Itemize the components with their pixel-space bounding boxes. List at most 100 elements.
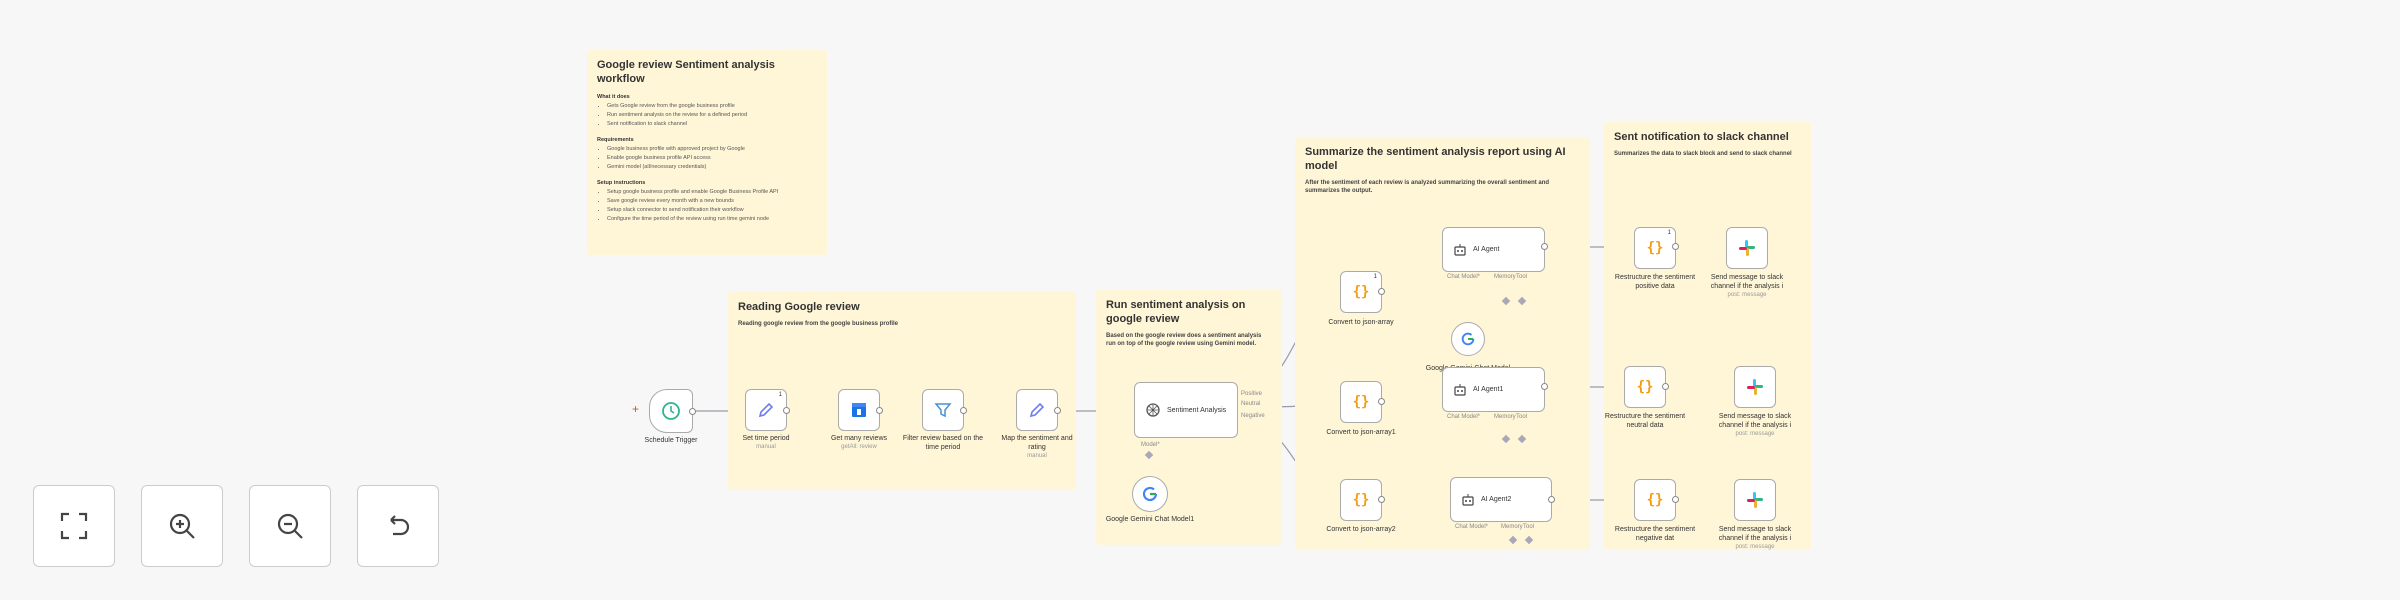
pin-tool: Tool [1523,524,1535,530]
output-handle[interactable] [1541,243,1548,250]
map-sentiment-node[interactable] [1016,389,1058,431]
restructure-negative-node[interactable]: {} [1634,479,1676,521]
note-list: Setup google business profile and enable… [597,188,817,224]
convert-json-array1-node[interactable]: {} [1340,381,1382,423]
note-title: Google review Sentiment analysis workflo… [597,59,775,85]
google-business-icon [852,403,866,417]
slack-message-node[interactable] [1734,366,1776,408]
slack-message-node[interactable] [1734,479,1776,521]
restructure-neutral-node[interactable]: {} [1624,366,1666,408]
convert-json-array2-node[interactable]: {} [1340,479,1382,521]
node-subtitle: getAll: review [841,444,877,450]
sticky-note-reading[interactable]: Reading Google review Reading google rev… [728,292,1076,490]
gemini-chat-model1-node[interactable] [1132,476,1168,512]
pencil-icon [758,402,774,418]
output-handle[interactable] [783,407,790,414]
set-time-period-node[interactable]: 1 [745,389,787,431]
output-handle[interactable] [1672,496,1679,503]
output-handle[interactable] [1378,288,1385,295]
output-handle[interactable] [960,407,967,414]
list-item: Save google review every month with a ne… [607,197,817,206]
model-pin-label: Model* [1141,442,1160,448]
list-item: Setup google business profile and enable… [607,188,817,197]
robot-icon [1454,383,1466,396]
gemini-chat-model-node[interactable] [1451,322,1485,356]
node-subtitle: post: message [1727,292,1767,298]
output-handle[interactable] [689,408,696,415]
note-title: Run sentiment analysis on google review [1106,299,1246,325]
node-label: Get many reviews getAll: review [814,434,904,452]
ai-agent1-node[interactable]: AI Agent1 [1442,367,1545,412]
list-item: Gets Google review from the google busin… [607,102,817,111]
note-subtitle: Based on the google review does a sentim… [1106,333,1262,347]
node-title: Send message to slack channel if the ana… [1718,413,1792,429]
note-subtitle: After the sentiment of each review is an… [1305,180,1550,194]
note-title: Summarize the sentiment analysis report … [1305,146,1566,172]
slack-message-node[interactable] [1726,227,1768,269]
node-title: Get many reviews [830,435,888,442]
node-label: Send message to slack channel if the ana… [1702,273,1792,300]
braces-icon: {} [1636,379,1654,395]
restructure-positive-node[interactable]: 1 {} [1634,227,1676,269]
fit-view-button[interactable] [33,485,115,567]
reset-zoom-button[interactable] [357,485,439,567]
node-badge: 1 [778,392,782,398]
node-label: Send message to slack channel if the ana… [1710,525,1800,552]
node-title: Send message to slack channel if the ana… [1710,274,1784,290]
filter-node[interactable] [922,389,964,431]
pin-tool: Tool [1516,274,1528,280]
node-subtitle: manual [756,444,776,450]
node-label: Google Gemini Chat Model1 [1105,516,1195,523]
node-badge: 1 [1667,230,1671,236]
sticky-note-sentiment[interactable]: Run sentiment analysis on google review … [1096,290,1282,545]
list-item: Sent notification to slack channel [607,120,817,129]
output-handle[interactable] [876,407,883,414]
node-title: AI Agent2 [1481,496,1512,503]
schedule-trigger-node[interactable] [649,389,693,433]
zoom-out-icon [277,513,303,539]
output-handle[interactable] [1378,398,1385,405]
output-handle[interactable] [1672,243,1679,250]
google-g-icon [1461,332,1475,346]
zoom-in-button[interactable] [141,485,223,567]
node-title: AI Agent1 [1473,386,1504,393]
list-item: Enable google business profile API acces… [607,154,817,163]
output-handle[interactable] [1662,383,1669,390]
slack-icon [1747,492,1763,508]
sticky-note-overview[interactable]: Google review Sentiment analysis workflo… [587,50,827,255]
note-list: Gets Google review from the google busin… [597,102,817,129]
braces-icon: {} [1352,284,1370,300]
braces-icon: {} [1646,240,1664,256]
list-item: Setup slack connector to send notificati… [607,206,817,215]
braces-icon: {} [1646,492,1664,508]
output-handle[interactable] [1548,496,1555,503]
ai-agent-node[interactable]: AI Agent [1442,227,1545,272]
fit-view-icon [60,512,88,540]
sentiment-analysis-node[interactable]: Sentiment Analysis [1134,382,1238,438]
zoom-out-button[interactable] [249,485,331,567]
node-label: Restructure the sentiment neutral data [1604,413,1686,429]
ai-agent2-node[interactable]: AI Agent2 [1450,477,1552,522]
clock-icon [662,402,680,420]
pin-memory: Memory [1494,414,1516,420]
pin-chat-model: Chat Model* [1455,524,1489,530]
add-trigger-plus[interactable]: + [632,402,640,416]
note-list: Google business profile with approved pr… [597,145,817,172]
convert-json-array-node[interactable]: 1 {} [1340,271,1382,313]
robot-icon [1462,493,1474,506]
output-handle[interactable] [1541,383,1548,390]
node-label: Filter review based on the time period [902,435,984,451]
sticky-note-slack[interactable]: Sent notification to slack channel Summa… [1604,122,1811,550]
node-label: Send message to slack channel if the ana… [1710,412,1800,439]
pencil-icon [1029,402,1045,418]
output-handle[interactable] [1378,496,1385,503]
note-title: Sent notification to slack channel [1614,131,1789,143]
undo-icon [390,515,410,536]
pin-chat-model: Chat Model* [1447,414,1481,420]
get-many-reviews-node[interactable] [838,389,880,431]
output-handle[interactable] [1054,407,1061,414]
filter-icon [934,403,952,418]
